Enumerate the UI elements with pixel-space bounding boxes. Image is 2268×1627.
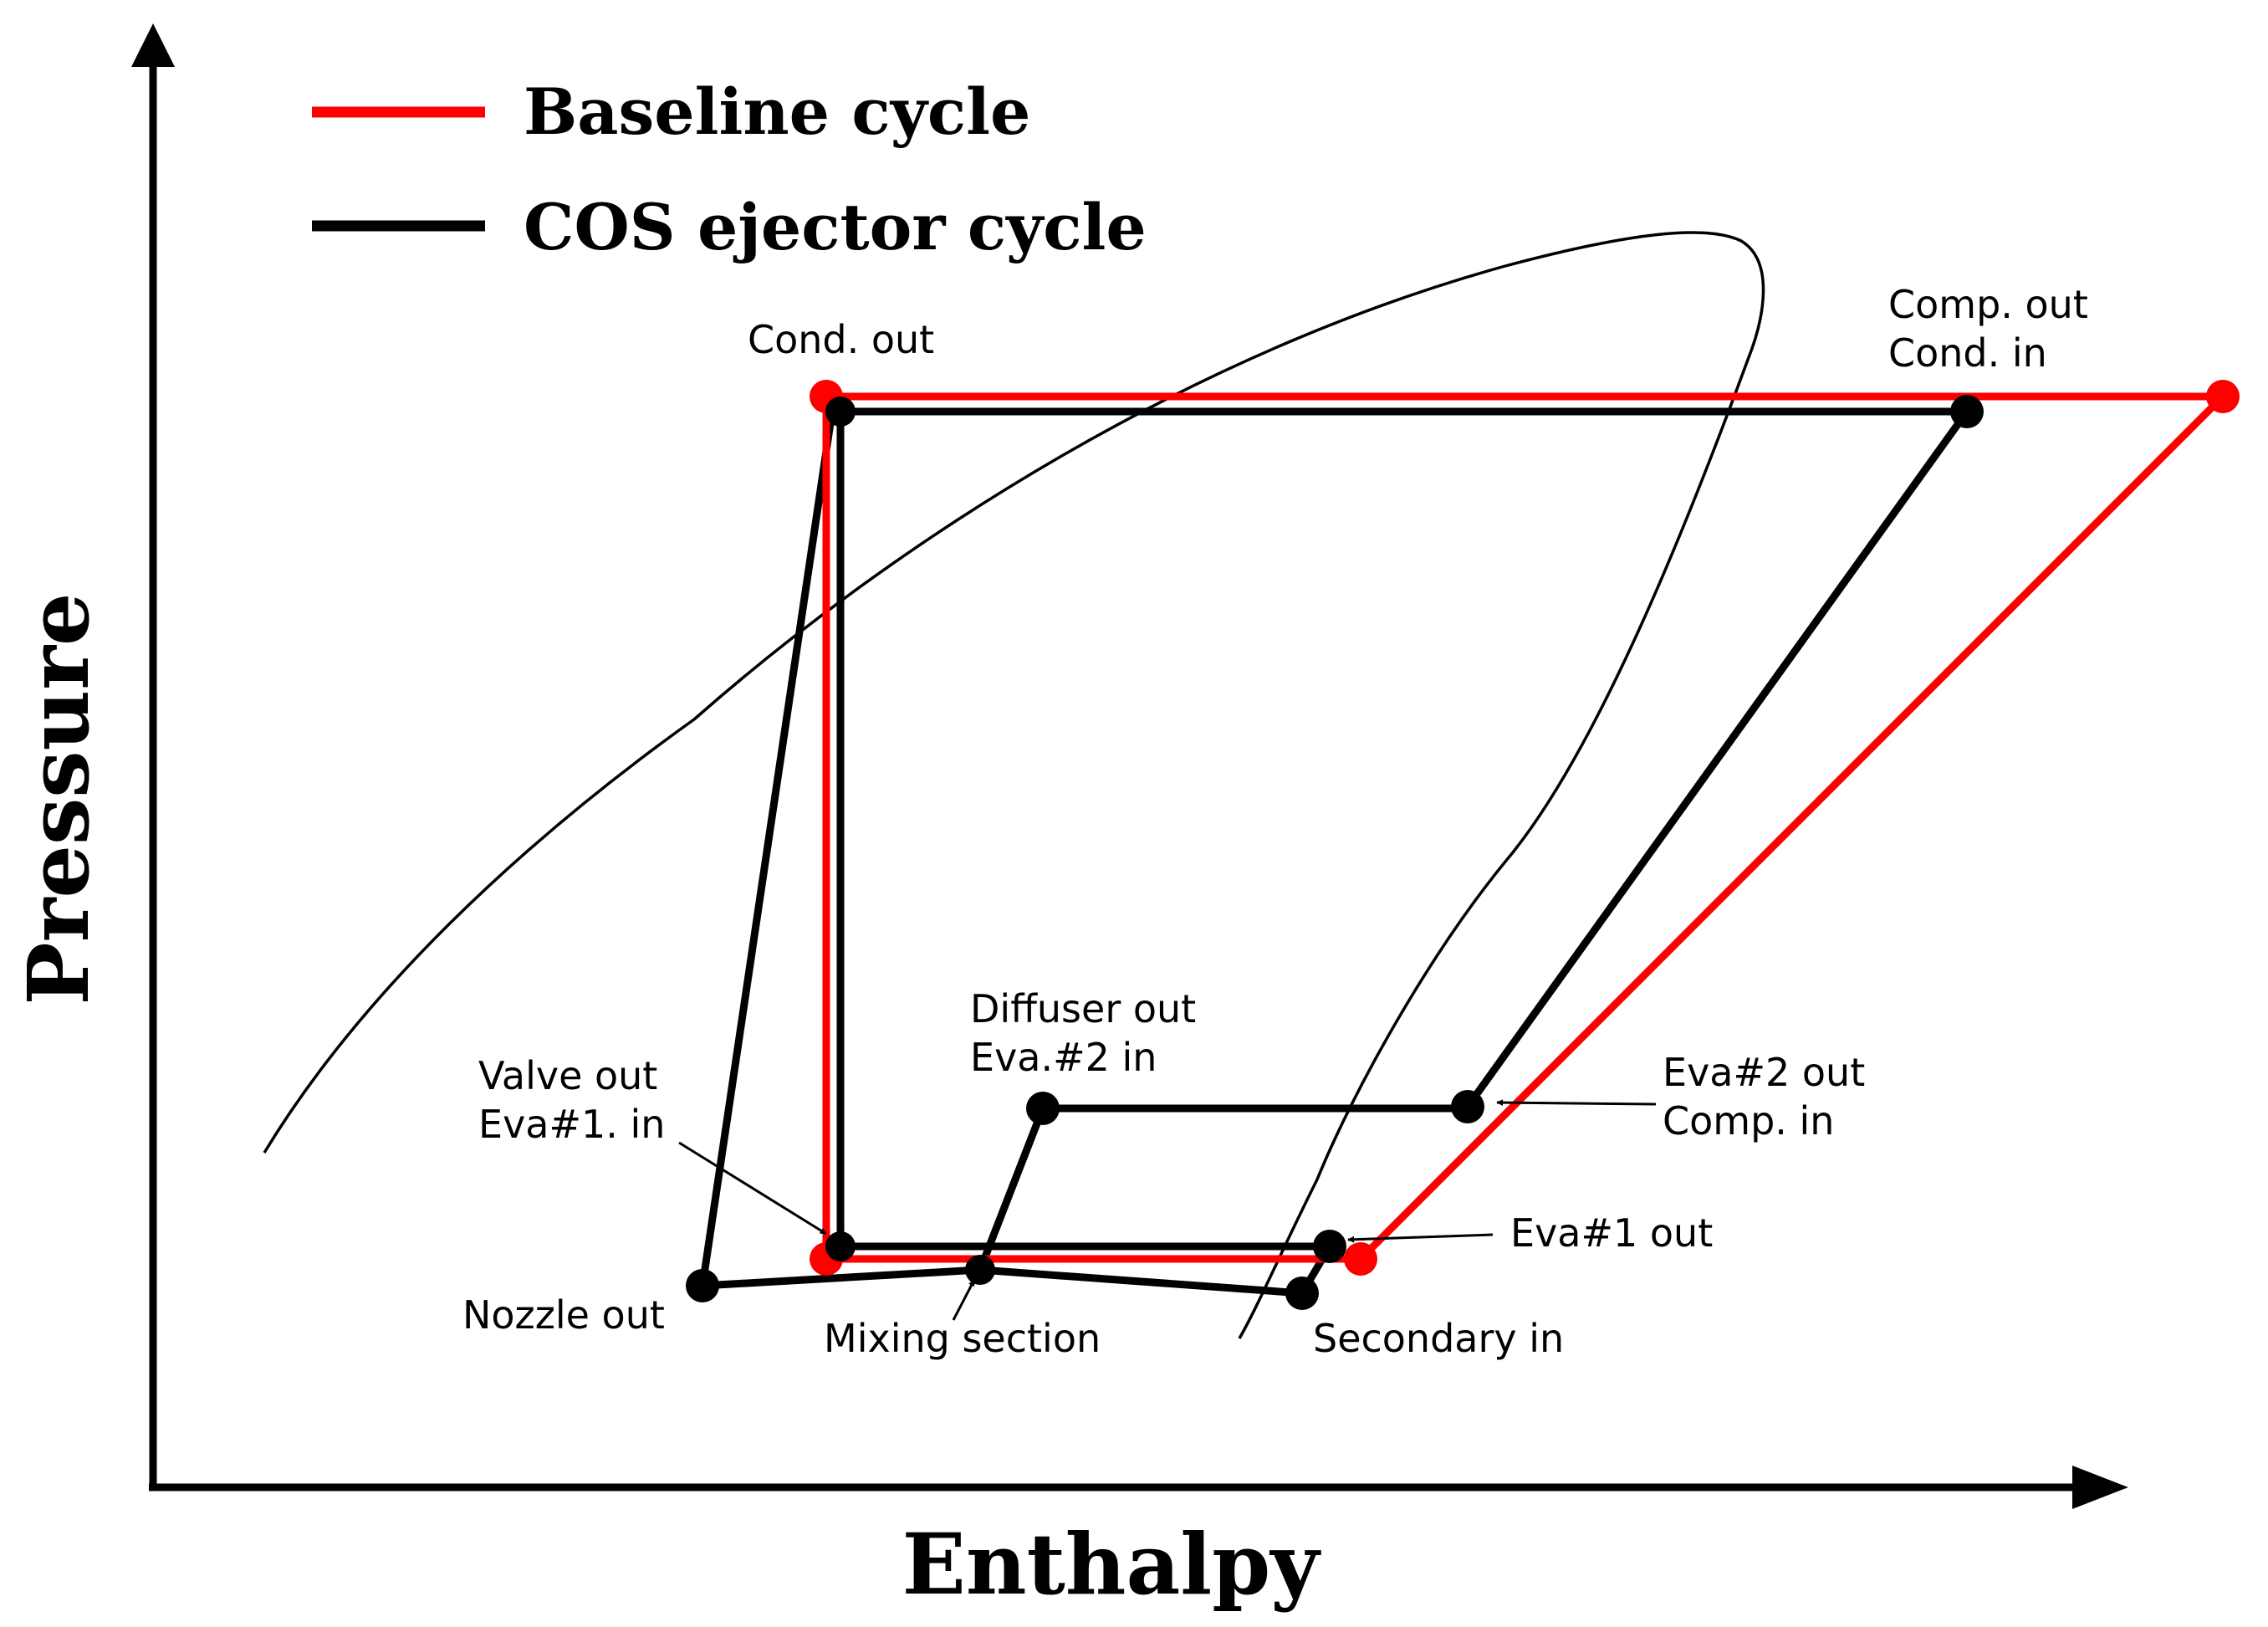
x-axis-arrowhead [2072,1466,2128,1509]
point-baseline-eva-out [1344,1242,1377,1276]
y-axis-arrowhead [131,23,175,67]
arrow-valve-out [678,1141,827,1236]
point-ejector-comp-out [1950,395,1984,428]
label-nozzle-out: Nozzle out [462,1292,665,1338]
ejector-diffuser-line [976,1107,1047,1271]
legend-label-baseline: Baseline cycle [524,74,1030,149]
label-eva1-out: Eva#1 out [1510,1210,1713,1256]
point-ejector-eva2-out [1451,1090,1484,1123]
arrow-eva2-out [1496,1099,1657,1107]
ejector-mixing-line [702,1266,1303,1297]
axes: Pressure Enthalpy [9,23,2128,1614]
label-secondary-in: Secondary in [1313,1316,1564,1361]
label-mixing: Mixing section [824,1316,1101,1361]
ejector-cycle [698,407,1970,1297]
legend: Baseline cycle COS ejector cycle [312,74,1147,264]
label-cond-out: Cond. out [748,317,934,362]
point-ejector-mixing [965,1255,995,1285]
pointer-arrows [678,1099,1657,1321]
label-comp-out-line2: Cond. in [1888,330,2047,376]
point-ejector-secondary-in [1285,1277,1319,1310]
saturation-dome-curve [263,231,1765,1339]
label-comp-out-line1: Comp. out [1888,282,2088,327]
label-eva2-line1: Eva#2 out [1663,1050,1865,1095]
ejector-nozzle-line [698,411,836,1287]
label-diffuser-line1: Diffuser out [970,986,1196,1031]
point-ejector-diffuser-out [1026,1092,1060,1125]
arrow-eva1-out [1347,1233,1494,1243]
label-eva2-line2: Comp. in [1663,1098,1834,1144]
arrow-mixing [952,1279,976,1321]
state-points [686,380,2240,1310]
legend-label-ejector: COS ejector cycle [524,190,1147,264]
label-valve-line1: Valve out [478,1053,657,1098]
ejector-compressor-line [1464,409,1970,1109]
point-labels: Cond. out Comp. out Cond. in Diffuser ou… [462,282,2088,1361]
point-ejector-eva1-out [1313,1230,1346,1263]
point-ejector-nozzle-out [686,1269,719,1302]
label-diffuser-line2: Eva.#2 in [970,1035,1157,1080]
label-valve-line2: Eva#1. in [478,1102,665,1147]
point-ejector-valve-out [825,1231,856,1261]
point-ejector-cond-out [825,397,856,427]
point-baseline-comp-out [2206,380,2240,413]
baseline-compressor-line [1357,393,2226,1262]
x-axis-label: Enthalpy [902,1515,1322,1614]
baseline-cycle [822,392,2226,1263]
y-axis-label: Pressure [9,592,108,1005]
